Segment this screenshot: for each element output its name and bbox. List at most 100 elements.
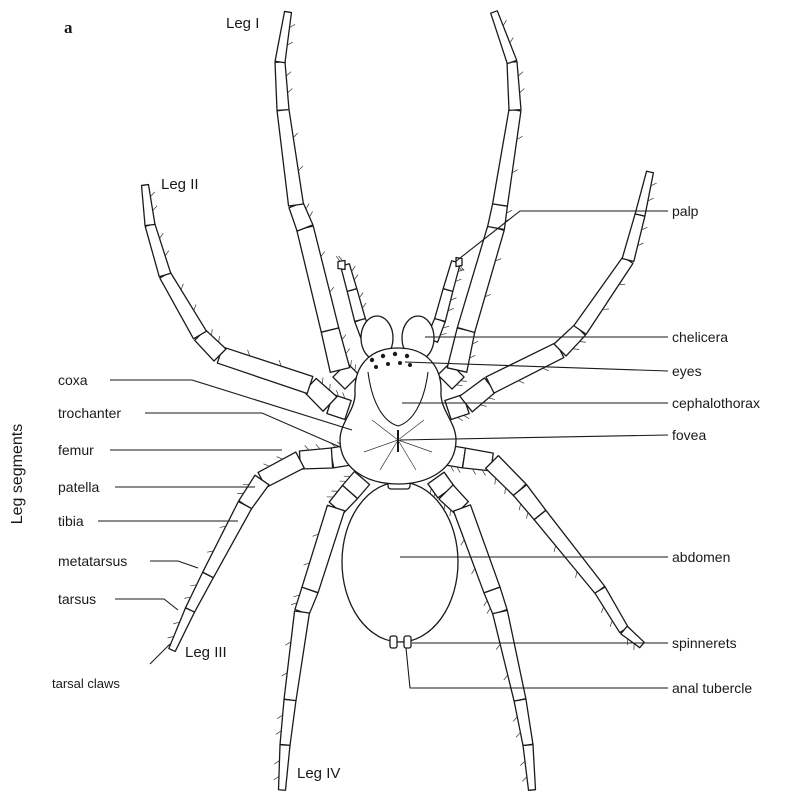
leg-1-right-tarsus [491, 11, 517, 64]
leg-2-label: Leg II [161, 177, 199, 193]
leg-4-right-tarsus [523, 745, 535, 791]
panel-letter: a [64, 18, 73, 38]
leg-1-right-trochanter [447, 328, 475, 372]
leg-1-right-metatarsus [507, 62, 521, 111]
leg-bristle [346, 349, 350, 354]
trochanter-label: trochanter [58, 405, 121, 421]
leg-bristle [496, 644, 500, 649]
leg-3-right-tarsus [621, 626, 644, 648]
patella-label: patella [58, 479, 99, 495]
leg-3-left-tibia [203, 501, 252, 577]
leg-bristle [480, 405, 486, 406]
leg-4-left-femur [302, 505, 345, 592]
leg-bristle [351, 360, 352, 366]
coxa-label: coxa [58, 372, 88, 388]
leg-bristle [543, 368, 549, 371]
leg-bristle [264, 464, 270, 467]
leg-bristle [505, 488, 506, 494]
leg-bristle [510, 38, 513, 43]
leg-1-right-tibia [493, 109, 521, 206]
leg-bristle [610, 621, 612, 627]
leg-bristle [457, 417, 462, 420]
leg-4-left-tarsus [279, 745, 290, 791]
leg-1-left-femur [297, 226, 339, 332]
leg-bristle [212, 329, 213, 335]
leg-bristle [472, 568, 475, 573]
leg-4-left-patella [295, 587, 318, 614]
leg-2-right-femur [486, 342, 564, 393]
leg-3-right-metatarsus [595, 587, 628, 633]
leg-bristle [573, 349, 579, 350]
leg-bristle [286, 72, 291, 76]
leg-1-left-metatarsus [275, 62, 289, 111]
anal-tubercle-label: anal tubercle [672, 680, 752, 696]
leg-bristle [160, 233, 164, 238]
spider-palps [336, 256, 464, 342]
eyes-label: eyes [672, 363, 702, 379]
leg-3-left-trochanter [299, 448, 332, 469]
leg-bristle [519, 504, 520, 510]
leg-bristle [316, 444, 320, 449]
palp-right-trochanter [435, 289, 453, 322]
leg-bristle [359, 293, 363, 298]
palp-label: palp [672, 203, 698, 219]
leg-1-left-trochanter [321, 328, 349, 373]
leg-bristle [288, 89, 293, 93]
leg-2-left-metatarsus [145, 224, 171, 277]
leg-2-left-tibia [160, 272, 207, 339]
leg-bristle [601, 607, 603, 613]
leg-bristle [516, 732, 520, 737]
leg-4-right-patella [484, 587, 507, 614]
abdomen-shape [342, 482, 458, 642]
leg-bristle [274, 776, 279, 780]
leg-3-right-tibia [534, 510, 605, 593]
leg-bristle [576, 572, 577, 578]
palp-left-patella [338, 261, 345, 270]
leg-bristle [460, 381, 466, 382]
leg-4-left-tibia [284, 611, 309, 701]
leg-bristle [352, 266, 356, 271]
leg-bristle [504, 675, 508, 680]
femur-label: femur [58, 442, 94, 458]
leg-3-label: Leg III [185, 645, 227, 661]
leg-bristle [153, 206, 157, 211]
leg-4-label: Leg IV [297, 766, 340, 782]
leg-bristle [520, 761, 525, 765]
leg-bristle [484, 600, 487, 605]
leg-1-left-tarsus [275, 11, 291, 62]
leg-bristle [580, 342, 586, 343]
leg-bristle [321, 251, 325, 256]
leg-1-right-patella [488, 204, 508, 230]
abdomen-label: abdomen [672, 549, 730, 565]
leg-bristle [461, 540, 464, 545]
leg-bristle [355, 364, 356, 370]
leg-2-left-tarsus [142, 185, 155, 226]
leg-bristle [456, 385, 462, 386]
leg-bristle [181, 284, 183, 290]
leg-bristle [464, 415, 469, 418]
cephalothorax-shape [340, 348, 456, 484]
leg-bristle [520, 89, 525, 93]
leg-bristle [150, 192, 154, 197]
leg-bristle [450, 510, 451, 516]
leg-4-left-metatarsus [280, 699, 296, 745]
leg-bristle [554, 546, 555, 552]
leg-2-right-tarsus [635, 171, 653, 216]
leg-bristle [306, 204, 309, 210]
leg-bristle [518, 381, 524, 384]
tibia-label: tibia [58, 513, 84, 529]
leg-1-label: Leg I [226, 16, 259, 32]
leg-bristle [489, 398, 495, 399]
leg-bristle [322, 378, 323, 384]
leg-bristle [309, 211, 312, 217]
leg-bristle [305, 445, 309, 450]
leg-bristle [518, 72, 523, 76]
metatarsus-label: metatarsus [58, 553, 127, 569]
leg-bristle [298, 166, 302, 171]
leg-bristle [354, 275, 358, 280]
leg-bristle [277, 457, 283, 460]
leg-bristle [503, 20, 506, 25]
spinnerets-label: spinnerets [672, 635, 737, 651]
leg-bristle [274, 760, 279, 764]
leg-bristle [342, 335, 346, 340]
